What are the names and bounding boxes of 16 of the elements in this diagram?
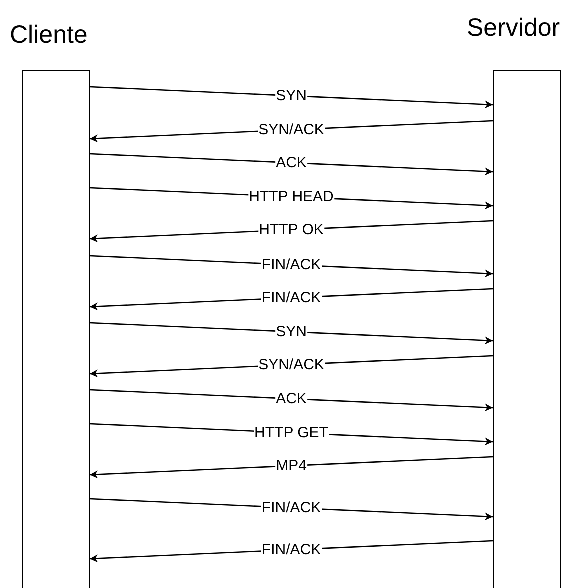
arrow <box>90 153 494 176</box>
arrow <box>90 389 494 412</box>
arrow <box>90 322 494 345</box>
arrow <box>90 355 494 378</box>
arrow <box>90 187 494 210</box>
participant-label: Cliente <box>10 20 88 50</box>
arrow <box>90 456 494 479</box>
arrow <box>90 120 494 143</box>
arrow <box>90 220 494 243</box>
participant-label: Servidor <box>467 13 560 43</box>
arrow <box>90 498 494 521</box>
arrow <box>90 540 494 563</box>
arrow <box>90 423 494 446</box>
arrow <box>90 86 494 109</box>
arrow <box>90 255 494 278</box>
arrow <box>90 288 494 311</box>
